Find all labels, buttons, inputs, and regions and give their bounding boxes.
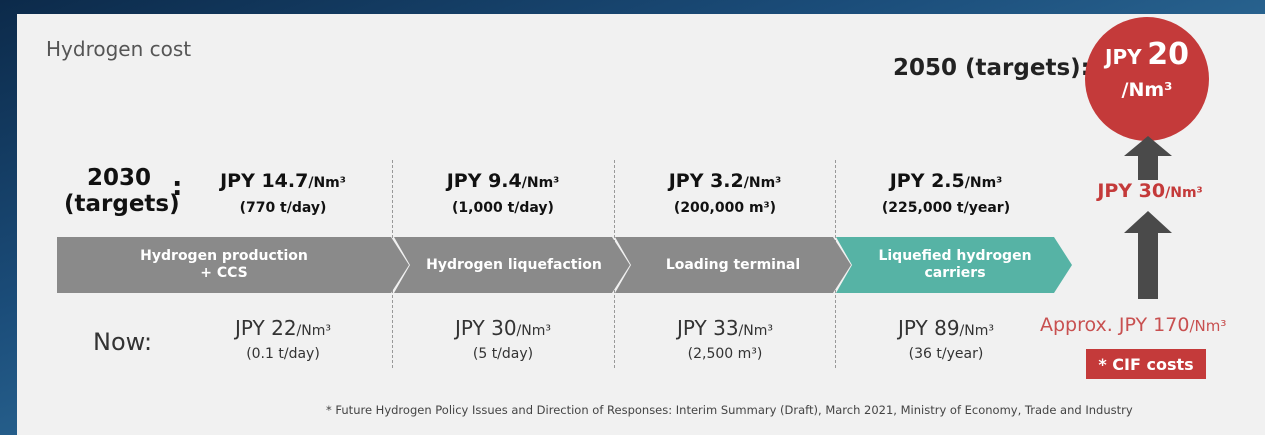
now-label: Now:: [93, 328, 153, 356]
target-2030-cell: JPY 2.5/Nm³ (225,000 t/year): [846, 170, 1046, 216]
target-2050-value: 20: [1147, 37, 1189, 72]
arrow-up-bottom-icon: [1124, 211, 1172, 299]
total-now-value: Approx. JPY 170: [1040, 314, 1190, 336]
now-price: JPY 22: [235, 316, 297, 340]
total-2030-value: JPY 30: [1097, 180, 1166, 202]
unit: /Nm³: [1165, 185, 1203, 201]
total-2030-price: JPY 30/Nm³: [1090, 180, 1210, 202]
target-2030-cell: JPY 3.2/Nm³ (200,000 m³): [625, 170, 825, 216]
now-cell: JPY 30/Nm³ (5 t/day): [403, 316, 603, 362]
hydrogen-cost-panel: [17, 14, 1265, 435]
target-2050-circle: JPY 20 /Nm³: [1085, 17, 1209, 141]
stage-line: Hydrogen liquefaction: [426, 256, 602, 273]
target-2050-label: 2050 (targets):: [893, 55, 1090, 81]
targets-2030-colon: :: [172, 172, 183, 202]
target-2030-cell: JPY 9.4/Nm³ (1,000 t/day): [403, 170, 603, 216]
target-2030-cell: JPY 14.7/Nm³ (770 t/day): [183, 170, 383, 216]
targets-2030-sub: (targets): [64, 191, 180, 217]
now-price: JPY 30: [455, 316, 517, 340]
target-2030-price: JPY 2.5: [889, 170, 965, 192]
total-now-price: Approx. JPY 170/Nm³: [1040, 314, 1226, 336]
now-cell: JPY 22/Nm³ (0.1 t/day): [183, 316, 383, 362]
cif-costs-badge: * CIF costs: [1086, 349, 1206, 379]
stage-label-production: Hydrogen production+ CCS: [57, 237, 391, 293]
stage-chevron-liquefaction: [394, 237, 630, 293]
unit: /Nm³: [516, 323, 551, 339]
unit: /Nm³: [296, 323, 331, 339]
target-2030-price: JPY 9.4: [446, 170, 522, 192]
target-2030-capacity: (770 t/day): [239, 200, 327, 216]
target-2030-price: JPY 3.2: [668, 170, 744, 192]
now-capacity: (2,500 m³): [687, 346, 763, 362]
unit: /Nm³: [1189, 317, 1227, 335]
stage-line: Hydrogen production: [140, 248, 308, 264]
now-capacity: (36 t/year): [908, 346, 984, 362]
target-2030-capacity: (225,000 t/year): [881, 200, 1011, 216]
now-cell: JPY 33/Nm³ (2,500 m³): [625, 316, 825, 362]
arrow-up-top-icon: [1124, 136, 1172, 180]
unit: /Nm³: [959, 323, 994, 339]
target-2030-price: JPY 14.7: [220, 170, 309, 192]
target-2030-capacity: (200,000 m³): [673, 200, 777, 216]
unit: /Nm³: [521, 175, 560, 191]
unit: /Nm³: [738, 323, 773, 339]
stage-line: Loading terminal: [665, 256, 801, 273]
now-capacity: (0.1 t/day): [246, 346, 320, 362]
stage-label-liquefaction: Hydrogen liquefaction: [410, 237, 618, 293]
stage-line: + CCS: [200, 265, 248, 281]
targets-2030-label: 2030 (targets): [64, 165, 180, 217]
stage-line: carriers: [924, 265, 986, 281]
diagram-title: Hydrogen cost: [46, 37, 192, 61]
target-2050-currency: JPY: [1105, 45, 1142, 69]
stage-chevron-carriers: [836, 237, 1072, 293]
target-2050-unit: /Nm³: [1121, 79, 1173, 101]
unit: /Nm³: [743, 175, 782, 191]
stage-chevron-terminal: [615, 237, 851, 293]
now-cell: JPY 89/Nm³ (36 t/year): [846, 316, 1046, 362]
target-2030-capacity: (1,000 t/day): [452, 200, 554, 216]
targets-2030-year: 2030: [86, 165, 151, 191]
now-capacity: (5 t/day): [472, 346, 534, 362]
stage-chevron-production: [57, 237, 409, 293]
unit: /Nm³: [308, 175, 346, 191]
stage-label-terminal: Loading terminal: [631, 237, 835, 293]
stage-line: Liquefied hydrogen: [878, 248, 1032, 264]
now-price: JPY 33: [677, 316, 739, 340]
unit: /Nm³: [964, 175, 1003, 191]
now-price: JPY 89: [898, 316, 960, 340]
source-footnote: * Future Hydrogen Policy Issues and Dire…: [326, 403, 1133, 417]
